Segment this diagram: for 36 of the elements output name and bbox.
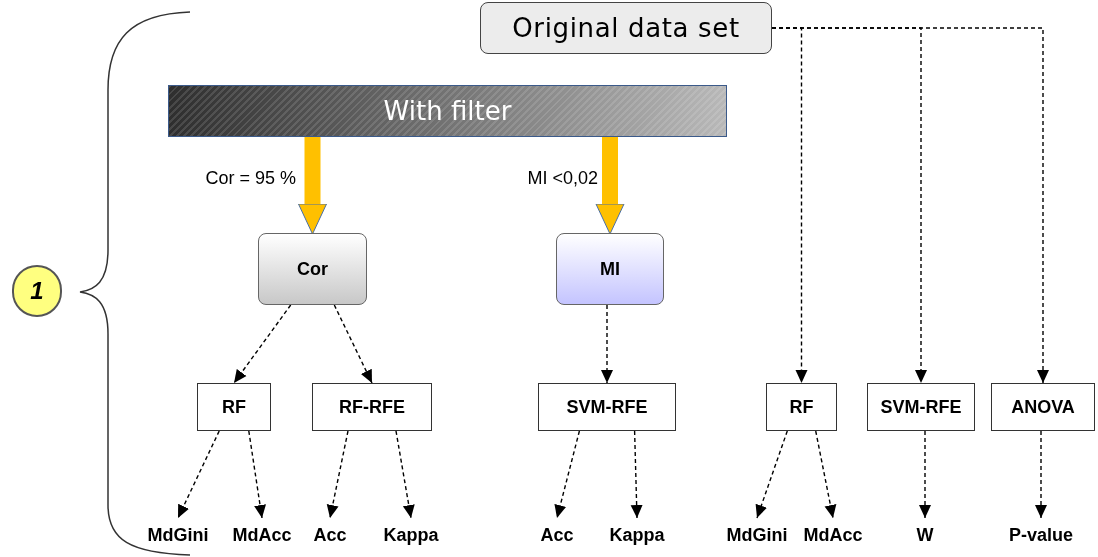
method-box: Cor	[258, 233, 367, 305]
metric-label: MdGini	[716, 518, 798, 552]
metric-label: MdAcc	[222, 518, 302, 552]
dashed-arrow	[1035, 430, 1047, 519]
dashed-arrow	[919, 430, 931, 519]
metric-label: W	[905, 518, 945, 552]
metric-label: MdGini	[138, 518, 218, 552]
model-box: RF	[766, 383, 837, 431]
filter-banner: With filter	[168, 85, 727, 137]
dashed-arrow	[233, 304, 292, 384]
model-box: RF-RFE	[312, 383, 432, 431]
model-box: SVM-RFE	[867, 383, 975, 431]
metric-label: P-value	[996, 518, 1086, 552]
block-arrow	[595, 137, 625, 235]
rounded-box: Original data set	[480, 2, 772, 54]
metric-label: Acc	[308, 518, 352, 552]
block-arrow	[298, 137, 327, 235]
metric-label: MdAcc	[799, 518, 867, 552]
model-box: ANOVA	[991, 383, 1095, 431]
metric-label: Acc	[534, 518, 580, 552]
dashed-arrow	[326, 430, 349, 519]
dashed-arrow	[177, 430, 220, 519]
dashed-arrow	[554, 430, 581, 519]
dashed-arrow	[755, 430, 788, 519]
dashed-arrow	[771, 27, 1049, 384]
dashed-arrow	[601, 304, 613, 384]
dashed-arrow	[815, 430, 837, 519]
model-box: RF	[197, 383, 271, 431]
model-box: SVM-RFE	[538, 383, 676, 431]
dashed-arrow	[395, 430, 415, 519]
dashed-arrow	[333, 304, 373, 384]
metric-label: Kappa	[602, 518, 672, 552]
dashed-arrow	[630, 430, 643, 519]
method-box: MI	[556, 233, 664, 305]
metric-label: Kappa	[376, 518, 446, 552]
dashed-arrow	[248, 430, 266, 519]
